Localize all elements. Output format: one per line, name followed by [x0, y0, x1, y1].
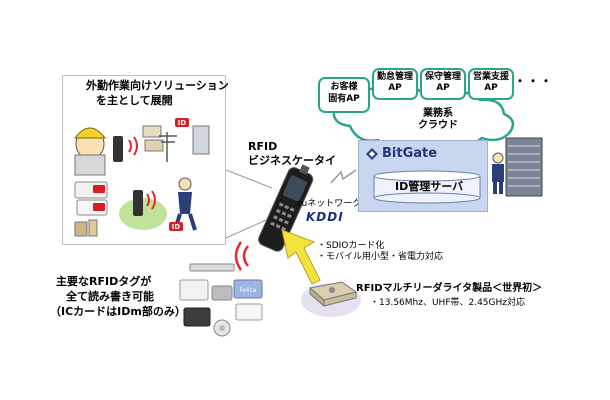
app-bubble-attendance	[372, 68, 418, 100]
app-maintenance-line2: AP	[436, 83, 450, 93]
handset-label-line2: ビジネスケータイ	[248, 154, 336, 167]
worker-helmet-icon	[73, 127, 107, 176]
server-rack-icon	[492, 137, 543, 197]
network-label: auネットワーク	[296, 199, 362, 209]
handheld-reader-icon	[113, 136, 123, 162]
long-tag-icon	[189, 263, 235, 272]
building-icon	[192, 125, 210, 155]
card-tags-icon	[74, 181, 108, 216]
phone-wave-icon	[234, 241, 250, 271]
id-server-cylinder-icon	[373, 170, 481, 204]
wave-signal-icon-2	[146, 190, 156, 210]
app-bubble-maintenance	[420, 68, 466, 100]
yellow-up-arrow-icon	[281, 229, 321, 285]
tags-line2: 全て読み書き可能	[66, 290, 154, 303]
writer-line1: RFIDマルチリーダライタ製品＜世界初＞	[356, 283, 543, 294]
svg-text:ID: ID	[172, 223, 181, 231]
more-apps-ellipsis: ・・・	[514, 74, 554, 88]
operator-icon	[492, 152, 504, 194]
felica-card-label: Felica	[239, 287, 256, 294]
handheld-reader-icon-2	[133, 190, 143, 216]
id-server-label: ID管理サーバ	[395, 180, 464, 193]
rfid-tags-illustration: Felica	[179, 263, 263, 337]
id-tag-icon: ID	[175, 118, 189, 127]
white-card-icon-2	[235, 303, 263, 321]
app-attendance-line1: 勤怠管理	[376, 72, 413, 82]
writer-line2: ・13.56Mhz、UHF帯、2.45GHz対応	[370, 298, 525, 308]
app-maintenance-line1: 保守管理	[424, 72, 461, 82]
customer-ap-line2: 固有AP	[328, 94, 360, 104]
white-card-icon	[179, 279, 209, 301]
tags-line3: （ICカードはIDm部のみ）	[50, 305, 186, 318]
bitgate-logo-icon	[366, 148, 378, 160]
tags-line1: 主要なRFIDタグが	[56, 275, 152, 288]
business-cloud-line2: クラウド	[418, 120, 458, 131]
phone-body-icon	[258, 164, 314, 252]
bitgate-brand: BitGate	[382, 146, 438, 161]
handset-label-line1: RFID	[248, 140, 278, 153]
app-sales-line2: AP	[484, 83, 498, 93]
lightning-link-icon	[330, 169, 357, 184]
business-cloud-line1: 業務系	[423, 108, 453, 119]
app-sales-line1: 営業支援	[472, 72, 509, 82]
customer-ap-line1: お客様	[330, 82, 358, 92]
solution-title-line1: 外勤作業向けソリューション	[86, 79, 229, 92]
app-bubble-sales	[468, 68, 514, 100]
customer-ap-bubble	[318, 77, 370, 113]
utility-pole-icon	[159, 132, 177, 162]
walking-worker-icon	[173, 177, 197, 231]
pipe-fittings-icon	[74, 219, 98, 237]
multi-reader-writer-icon	[301, 281, 361, 317]
field-work-illustration: ID ID	[73, 118, 210, 237]
rfid-business-phone	[226, 164, 314, 252]
feature-sdio: ・SDIOカード化	[317, 241, 385, 251]
id-tag-icon-2: ID	[169, 222, 183, 231]
wave-signal-icon	[128, 136, 138, 156]
svg-text:ID: ID	[178, 119, 187, 127]
app-attendance-line2: AP	[388, 83, 402, 93]
solution-title-line2: を主として展開	[96, 94, 173, 107]
dark-chip-icon	[183, 307, 211, 327]
gray-tag-icon	[211, 285, 233, 301]
kddi-logo: KDDI	[306, 210, 344, 224]
felica-card-icon	[233, 279, 263, 299]
feature-lowpower: ・モバイル用小型・省電力対応	[317, 252, 444, 262]
meter-boxes-icon	[142, 125, 164, 152]
